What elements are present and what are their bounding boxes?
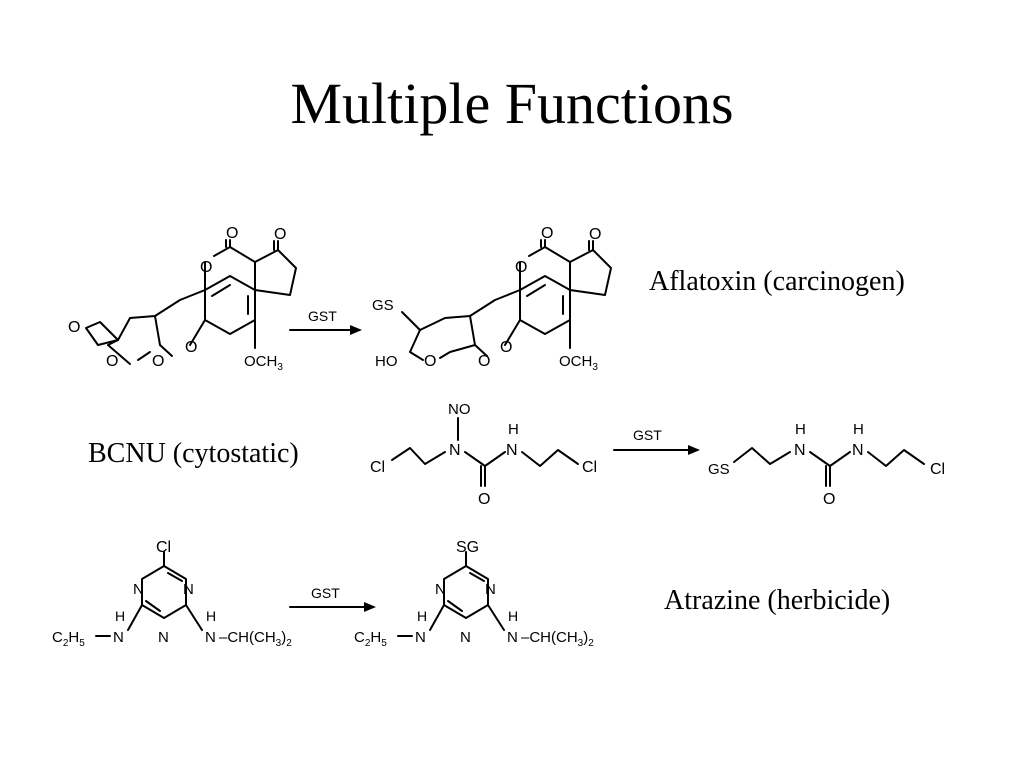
arrowhead-aflatoxin	[350, 325, 362, 335]
aflatoxin-reactant-ring-o4: O	[185, 339, 197, 356]
aflatoxin-product-methoxy: OCH3	[559, 353, 598, 373]
bcnu-reactant-no: NO	[448, 401, 471, 418]
aflatoxin-reactant-methoxy: OCH3	[244, 353, 283, 373]
bcnu-product-o: O	[823, 491, 835, 508]
atrazine-product-n1: N	[435, 581, 446, 598]
atrazine-product-nh1: N	[415, 629, 426, 646]
bcnu-reactant-cl2: Cl	[582, 459, 597, 476]
arrowhead-bcnu	[688, 445, 700, 455]
atrazine-product-h2: H	[508, 608, 518, 624]
atrazine-reactant-nh2: N	[205, 629, 216, 646]
atrazine-label: Atrazine (herbicide)	[664, 585, 891, 616]
arrow-label-bcnu: GST	[633, 427, 662, 443]
aflatoxin-product-ho: HO	[375, 353, 398, 370]
atrazine-product-h1: H	[417, 608, 427, 624]
aflatoxin-product-carbonyl-o1: O	[541, 225, 553, 242]
aflatoxin-product-ring-o3: O	[478, 353, 490, 370]
aflatoxin-product	[401, 239, 612, 361]
arrow-label-atrazine: GST	[311, 585, 340, 601]
atrazine-product-nh2: N	[507, 629, 518, 646]
bcnu-label: BCNU (cytostatic)	[88, 438, 299, 469]
bcnu-reactant-n2: N	[506, 442, 518, 459]
atrazine-reactant-nh1: N	[113, 629, 124, 646]
atrazine-reactant-ethyl: C2H5	[52, 629, 85, 649]
bcnu-reactant-n1: N	[449, 442, 461, 459]
slide-title: Multiple Functions	[290, 71, 734, 136]
aflatoxin-reactant	[85, 239, 297, 365]
aflatoxin-reactant-carbonyl-o2: O	[274, 226, 286, 243]
atrazine-reactant-n3: N	[158, 629, 169, 646]
aflatoxin-product-ring-o2: O	[424, 353, 436, 370]
aflatoxin-reactant-ring-o2: O	[106, 353, 118, 370]
bcnu-reactant-o: O	[478, 491, 490, 508]
arrow-label-aflatoxin: GST	[308, 308, 337, 324]
atrazine-reactant-cl: Cl	[156, 539, 171, 556]
bcnu-product-h1: H	[795, 421, 806, 438]
bcnu-product-n1: N	[794, 442, 806, 459]
aflatoxin-reactant-ring-o1: O	[200, 259, 212, 276]
bcnu-product-h2: H	[853, 421, 864, 438]
bcnu-reactant-cl1: Cl	[370, 459, 385, 476]
atrazine-reactant-h2: H	[206, 608, 216, 624]
atrazine-reactant	[95, 551, 203, 637]
atrazine-product-n2: N	[485, 581, 496, 598]
aflatoxin-reactant-carbonyl-o1: O	[226, 225, 238, 242]
atrazine-product	[397, 551, 505, 637]
bcnu-product-gs: GS	[708, 461, 730, 478]
aflatoxin-label: Aflatoxin (carcinogen)	[649, 266, 905, 297]
aflatoxin-product-gs: GS	[372, 297, 394, 314]
bcnu-product	[733, 447, 925, 487]
bcnu-product-n2: N	[852, 442, 864, 459]
aflatoxin-reactant-epoxide-o: O	[68, 319, 80, 336]
bcnu-reactant-h: H	[508, 421, 519, 438]
aflatoxin-product-ring-o4: O	[500, 339, 512, 356]
atrazine-reactant-n2: N	[183, 581, 194, 598]
arrowhead-atrazine	[364, 602, 376, 612]
atrazine-reactant-isopropyl: –CH(CH3)2	[219, 629, 292, 649]
bcnu-reactant	[391, 417, 579, 487]
aflatoxin-product-ring-o1: O	[515, 259, 527, 276]
atrazine-product-n3: N	[460, 629, 471, 646]
atrazine-reactant-n1: N	[133, 581, 144, 598]
bcnu-product-cl: Cl	[930, 461, 945, 478]
aflatoxin-reactant-ring-o3: O	[152, 353, 164, 370]
atrazine-product-isopropyl: –CH(CH3)2	[521, 629, 594, 649]
atrazine-reactant-h1: H	[115, 608, 125, 624]
atrazine-product-sg: SG	[456, 539, 479, 556]
aflatoxin-product-carbonyl-o2: O	[589, 226, 601, 243]
atrazine-product-ethyl: C2H5	[354, 629, 387, 649]
